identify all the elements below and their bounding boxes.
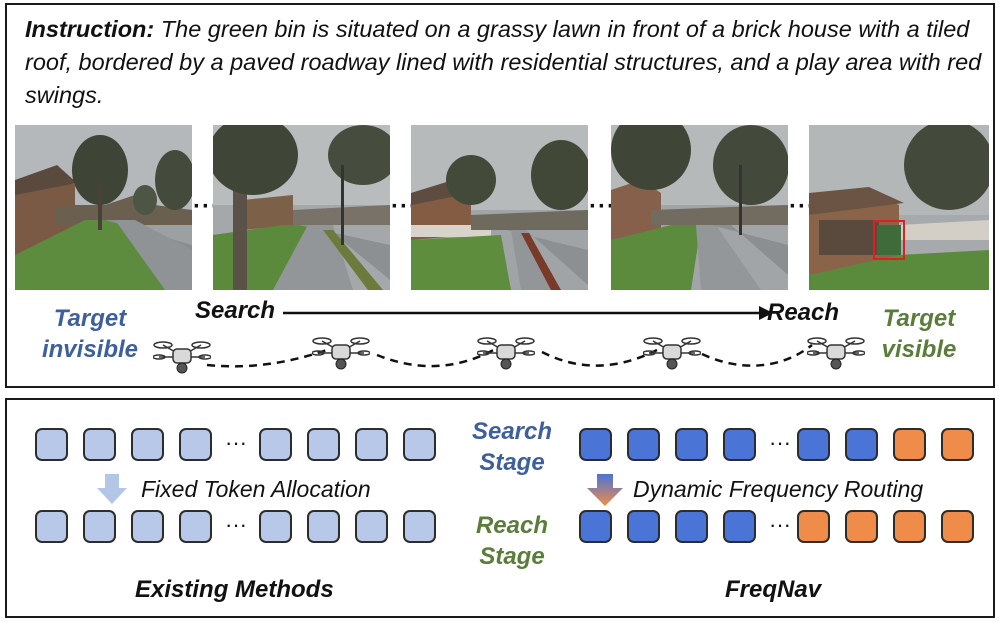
token — [941, 510, 974, 543]
search-stage-label: Search Stage — [457, 416, 567, 478]
reach-stage-line2: Stage — [479, 543, 545, 570]
token-comparison-panel: ··· Fixed Token Allocation ··· Existing … — [5, 398, 995, 618]
dynamic-routing-caption: Dynamic Frequency Routing — [633, 476, 924, 502]
token — [179, 510, 212, 543]
token — [723, 510, 756, 543]
view-frame-3 — [411, 125, 588, 290]
search-stage-line2: Stage — [479, 449, 545, 476]
target-box — [873, 220, 905, 260]
token — [723, 428, 756, 461]
token — [893, 428, 926, 461]
green-bin-icon — [877, 225, 901, 255]
frame-ellipsis-3: ··· — [589, 193, 616, 220]
token — [83, 510, 116, 543]
token — [579, 510, 612, 543]
drone-icon — [312, 337, 370, 370]
token — [307, 510, 340, 543]
token — [403, 428, 436, 461]
search-stage-line1: Search — [471, 418, 553, 445]
token — [355, 428, 388, 461]
token — [403, 510, 436, 543]
drone-icon — [807, 337, 865, 370]
instruction-text: Instruction: The green bin is situated o… — [25, 13, 990, 112]
token — [675, 428, 708, 461]
reach-label: Reach — [767, 299, 840, 326]
token — [845, 510, 878, 543]
reach-stage-line1: Reach — [475, 512, 549, 539]
token — [355, 510, 388, 543]
token — [675, 510, 708, 543]
token — [35, 510, 68, 543]
target-invisible-line2: invisible — [41, 336, 139, 363]
token — [797, 428, 830, 461]
existing-methods-title: Existing Methods — [135, 576, 334, 603]
token — [131, 428, 164, 461]
token-ellipsis: ··· — [769, 430, 791, 455]
token — [35, 428, 68, 461]
fixed-allocation-caption: Fixed Token Allocation — [141, 476, 371, 502]
token — [259, 510, 292, 543]
token-ellipsis: ··· — [225, 512, 247, 537]
token — [941, 428, 974, 461]
gradient-down-arrow-icon — [587, 474, 623, 506]
instruction-body: The green bin is situated on a grassy la… — [25, 16, 982, 108]
token — [797, 510, 830, 543]
token — [259, 428, 292, 461]
token — [307, 428, 340, 461]
search-label: Search — [195, 297, 276, 324]
token — [579, 428, 612, 461]
token — [845, 428, 878, 461]
view-frame-4 — [611, 125, 788, 290]
token-ellipsis: ··· — [769, 512, 791, 537]
view-frame-2 — [213, 125, 390, 290]
token — [179, 428, 212, 461]
token-ellipsis: ··· — [225, 430, 247, 455]
trajectory-panel: Instruction: The green bin is situated o… — [5, 3, 995, 388]
token — [83, 428, 116, 461]
freqnav-title: FreqNav — [725, 576, 822, 603]
drone-icon — [153, 341, 211, 374]
token — [627, 510, 660, 543]
search-reach-arrow — [283, 306, 773, 320]
drone-icon — [477, 337, 535, 370]
token — [893, 510, 926, 543]
drone-icon — [643, 337, 701, 370]
token — [627, 428, 660, 461]
view-frame-5 — [809, 125, 989, 290]
down-arrow-icon — [97, 474, 127, 504]
target-invisible-label: Target invisible — [25, 303, 155, 365]
token — [131, 510, 164, 543]
view-frame-1 — [15, 125, 192, 290]
target-invisible-line1: Target — [53, 305, 127, 332]
target-visible-line2: visible — [881, 336, 957, 363]
instruction-prefix: Instruction: — [25, 16, 155, 42]
target-visible-label: Target visible — [859, 303, 979, 365]
reach-stage-label: Reach Stage — [457, 510, 567, 572]
target-visible-line1: Target — [882, 305, 956, 332]
